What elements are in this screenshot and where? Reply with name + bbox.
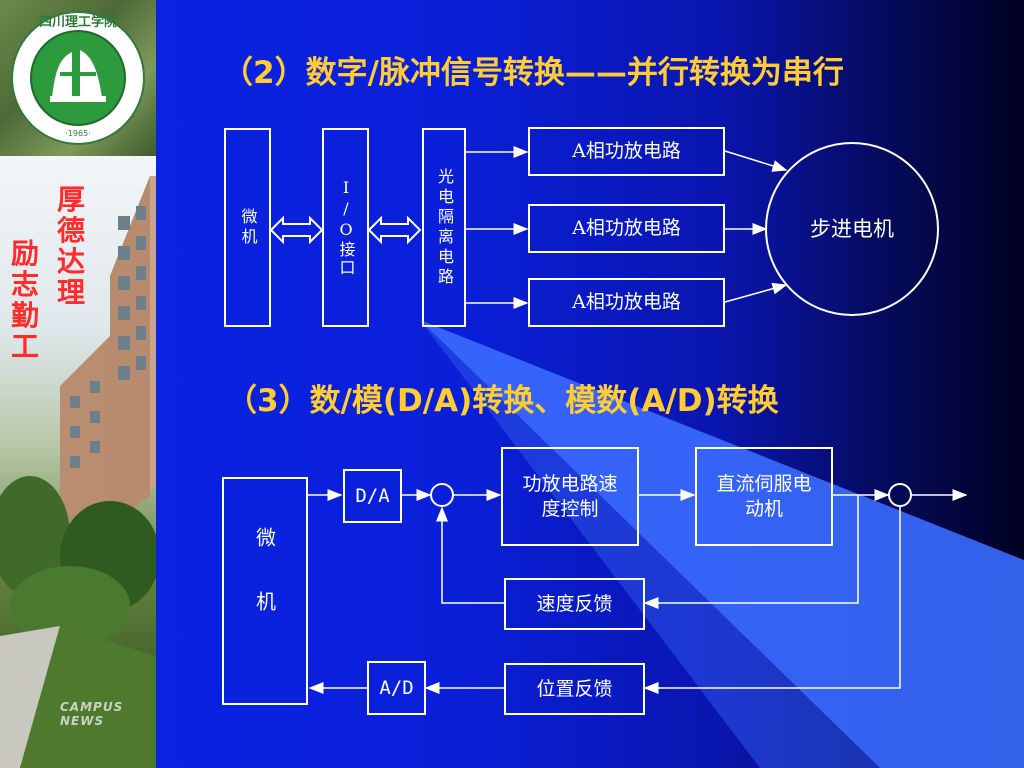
section3-heading: （3）数/模(D/A)转换、模数(A/D)转换 xyxy=(226,383,779,419)
stepper-motor-label: 步进电机 xyxy=(810,216,894,241)
opto-isolation-block: 光电隔离电路 xyxy=(422,128,466,327)
campus-buildings-image xyxy=(0,176,156,768)
microcomputer-label-3: 微机 xyxy=(252,527,277,655)
ad-block: A/D xyxy=(367,661,426,715)
university-logo: ·1965· 四川理工学院 xyxy=(11,11,145,145)
summing-junction-1 xyxy=(430,483,454,507)
speed-feedback-out xyxy=(436,506,504,604)
stepper-motor-circle xyxy=(765,142,939,316)
amp-block-3: A相功放电路 xyxy=(528,278,725,327)
amp-block-2: A相功放电路 xyxy=(528,204,725,253)
speed-control-block: 功放电路速度控制 xyxy=(501,447,639,546)
campus-news-watermark: CAMPUS NEWS xyxy=(60,700,124,728)
position-feedback-block: 位置反馈 xyxy=(504,663,645,715)
campus-photo xyxy=(0,156,156,768)
sidebar: ·1965· 四川理工学院 xyxy=(0,0,156,768)
double-arrow-mc-io xyxy=(269,215,324,245)
university-logo-area: ·1965· 四川理工学院 xyxy=(0,0,156,156)
position-feedback-in xyxy=(643,506,901,694)
section2-heading: （2）数字/脉冲信号转换——并行转换为串行 xyxy=(222,55,844,91)
microcomputer-block: 微机 xyxy=(224,128,271,327)
motto-left: 励志勤工 xyxy=(10,237,39,363)
arrow-amp1-motor xyxy=(724,150,788,172)
arrow-amp3-motor xyxy=(724,282,788,303)
logo-title-glyphs: 四川理工学院 xyxy=(39,14,117,30)
speed-feedback-in xyxy=(643,495,859,609)
io-interface-block: I/O接口 xyxy=(322,128,369,327)
summing-junction-2 xyxy=(888,483,912,507)
speed-feedback-block: 速度反馈 xyxy=(504,578,645,630)
logo-year: ·1965· xyxy=(65,129,90,138)
double-arrow-io-opto xyxy=(367,215,422,245)
da-block: D/A xyxy=(343,469,402,523)
dc-servo-motor-block: 直流伺服电动机 xyxy=(695,447,833,546)
motto-right: 厚德达理 xyxy=(56,183,85,309)
microcomputer-block-3: 微机 xyxy=(222,477,308,705)
amp-block-1: A相功放电路 xyxy=(528,127,725,176)
